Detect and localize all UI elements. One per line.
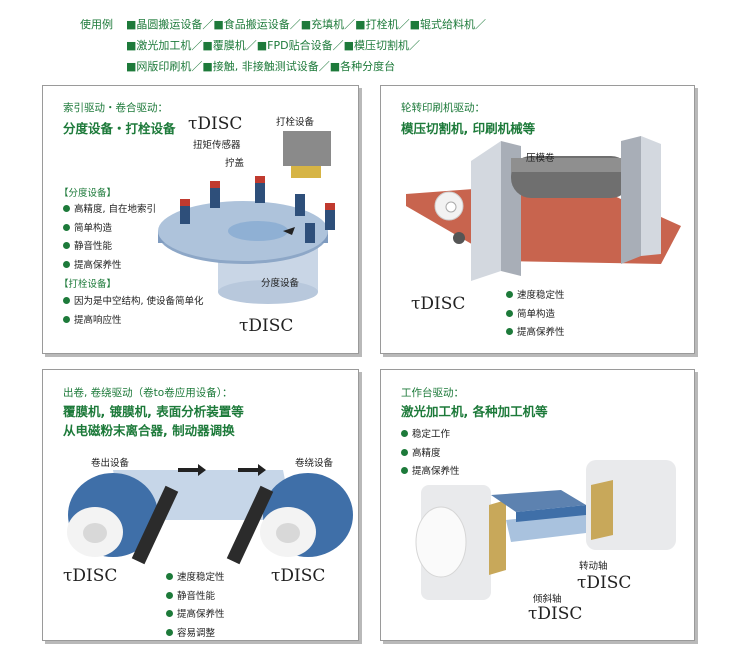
winding-features: 速度稳定性 静音性能 提高保养性 容易调整 xyxy=(166,569,225,641)
bullet: 高精度 xyxy=(401,445,460,464)
unwind-label: 卷出设备 xyxy=(91,458,130,469)
cap-label: 拧盖 xyxy=(225,158,245,169)
indexing-table-illustration xyxy=(158,131,335,304)
indexing-features: 高精度, 自在地索引 简单构造 静音性能 提高保养性 xyxy=(63,201,156,275)
usage-line-3: ■网版印刷机／■接触, 非接触测试设备／■各种分度台 xyxy=(126,60,396,73)
bullet: 速度稳定性 xyxy=(166,569,225,588)
panel-index-drive: 索引驱动・卷合驱动： 分度设备・打栓设备 τDISC 打栓设备 扭矩传感器 拧盖… xyxy=(42,85,359,354)
panel-title: 轮转印刷机驱动： xyxy=(401,102,485,114)
usage-line-2: ■激光加工机／■覆膜机／■FPD贴合设备／■模压切割机／ xyxy=(126,39,421,52)
plug-machine-label: 打栓设备 xyxy=(276,117,315,128)
panel-stage-drive: 工作台驱动： 激光加工机, 各种加工机等 稳定工作 高精度 提高保养性 转动轴 … xyxy=(380,369,695,641)
tdisc-right-label: τDISC xyxy=(577,573,632,593)
panel-title: 工作台驱动： xyxy=(401,387,464,399)
panel-subtitle: 激光加工机, 各种加工机等 xyxy=(401,404,548,419)
panel-subtitle: 模压切割机, 印刷机械等 xyxy=(401,121,536,136)
tdisc-top-label: τDISC xyxy=(188,114,243,134)
panel-winding-drive: 出卷, 卷绕驱动（卷to卷应用设备）： 覆膜机, 镀膜机, 表面分析装置等 从电… xyxy=(42,369,359,641)
bullet: 提高保养性 xyxy=(63,257,156,276)
torque-sensor-label: 扭矩传感器 xyxy=(193,140,241,151)
bullet: 简单构造 xyxy=(63,220,156,239)
bullet: 稳定工作 xyxy=(401,426,460,445)
bullet: 静音性能 xyxy=(63,238,156,257)
bullet: 提高响应性 xyxy=(63,312,204,331)
bullet: 高精度, 自在地索引 xyxy=(63,201,156,220)
usage-line-1: ■晶圆搬运设备／■食品搬运设备／■充填机／■打栓机／■辊式给料机／ xyxy=(126,18,486,31)
stage-features: 稳定工作 高精度 提高保养性 xyxy=(401,426,460,482)
panel-title: 出卷, 卷绕驱动（卷to卷应用设备）： xyxy=(63,387,233,399)
tdisc-left-label: τDISC xyxy=(63,566,118,586)
roll-to-roll-illustration xyxy=(67,464,353,565)
tdisc-right-label: τDISC xyxy=(271,566,326,586)
roller-features: 速度稳定性 简单构造 提高保养性 xyxy=(506,287,565,343)
bullet: 简单构造 xyxy=(506,306,565,325)
panel-subtitle: 分度设备・打栓设备 xyxy=(63,121,176,136)
die-roll-label: 压模卷 xyxy=(526,153,555,164)
tdisc-bottom-label: τDISC xyxy=(239,316,294,336)
tdisc-bottom-label: τDISC xyxy=(528,604,583,624)
bullet: 速度稳定性 xyxy=(506,287,565,306)
indexing-device-label: 分度设备 xyxy=(261,278,300,289)
bullet: 静音性能 xyxy=(166,588,225,607)
usage-label: 使用例 xyxy=(80,18,113,31)
section-plugging: 【打栓设备】 xyxy=(59,279,117,290)
bullet: 提高保养性 xyxy=(401,463,460,482)
bullet: 因为是中空结构, 使设备简单化 xyxy=(63,293,204,312)
bullet: 容易调整 xyxy=(166,625,225,641)
tilt-axis-label: 倾斜轴 xyxy=(533,594,562,605)
plugging-features: 因为是中空结构, 使设备简单化 提高响应性 xyxy=(63,293,204,330)
panel-title: 索引驱动・卷合驱动： xyxy=(63,102,168,114)
rotation-axis-label: 转动轴 xyxy=(579,561,608,572)
panel-rotary-press-drive: 轮转印刷机驱动： 模压切割机, 印刷机械等 压模卷 τDISC 速度稳定性 简单… xyxy=(380,85,695,354)
section-indexing: 【分度设备】 xyxy=(59,188,117,199)
die-cutter-illustration xyxy=(406,136,681,281)
subtitle-line-1: 覆膜机, 镀膜机, 表面分析装置等 xyxy=(63,404,244,419)
tdisc-label: τDISC xyxy=(411,294,466,314)
rewind-label: 卷绕设备 xyxy=(295,458,334,469)
subtitle-line-2: 从电磁粉末离合器, 制动器调换 xyxy=(63,423,235,438)
bullet: 提高保养性 xyxy=(506,324,565,343)
stage-illustration xyxy=(415,460,676,600)
bullet: 提高保养性 xyxy=(166,606,225,625)
